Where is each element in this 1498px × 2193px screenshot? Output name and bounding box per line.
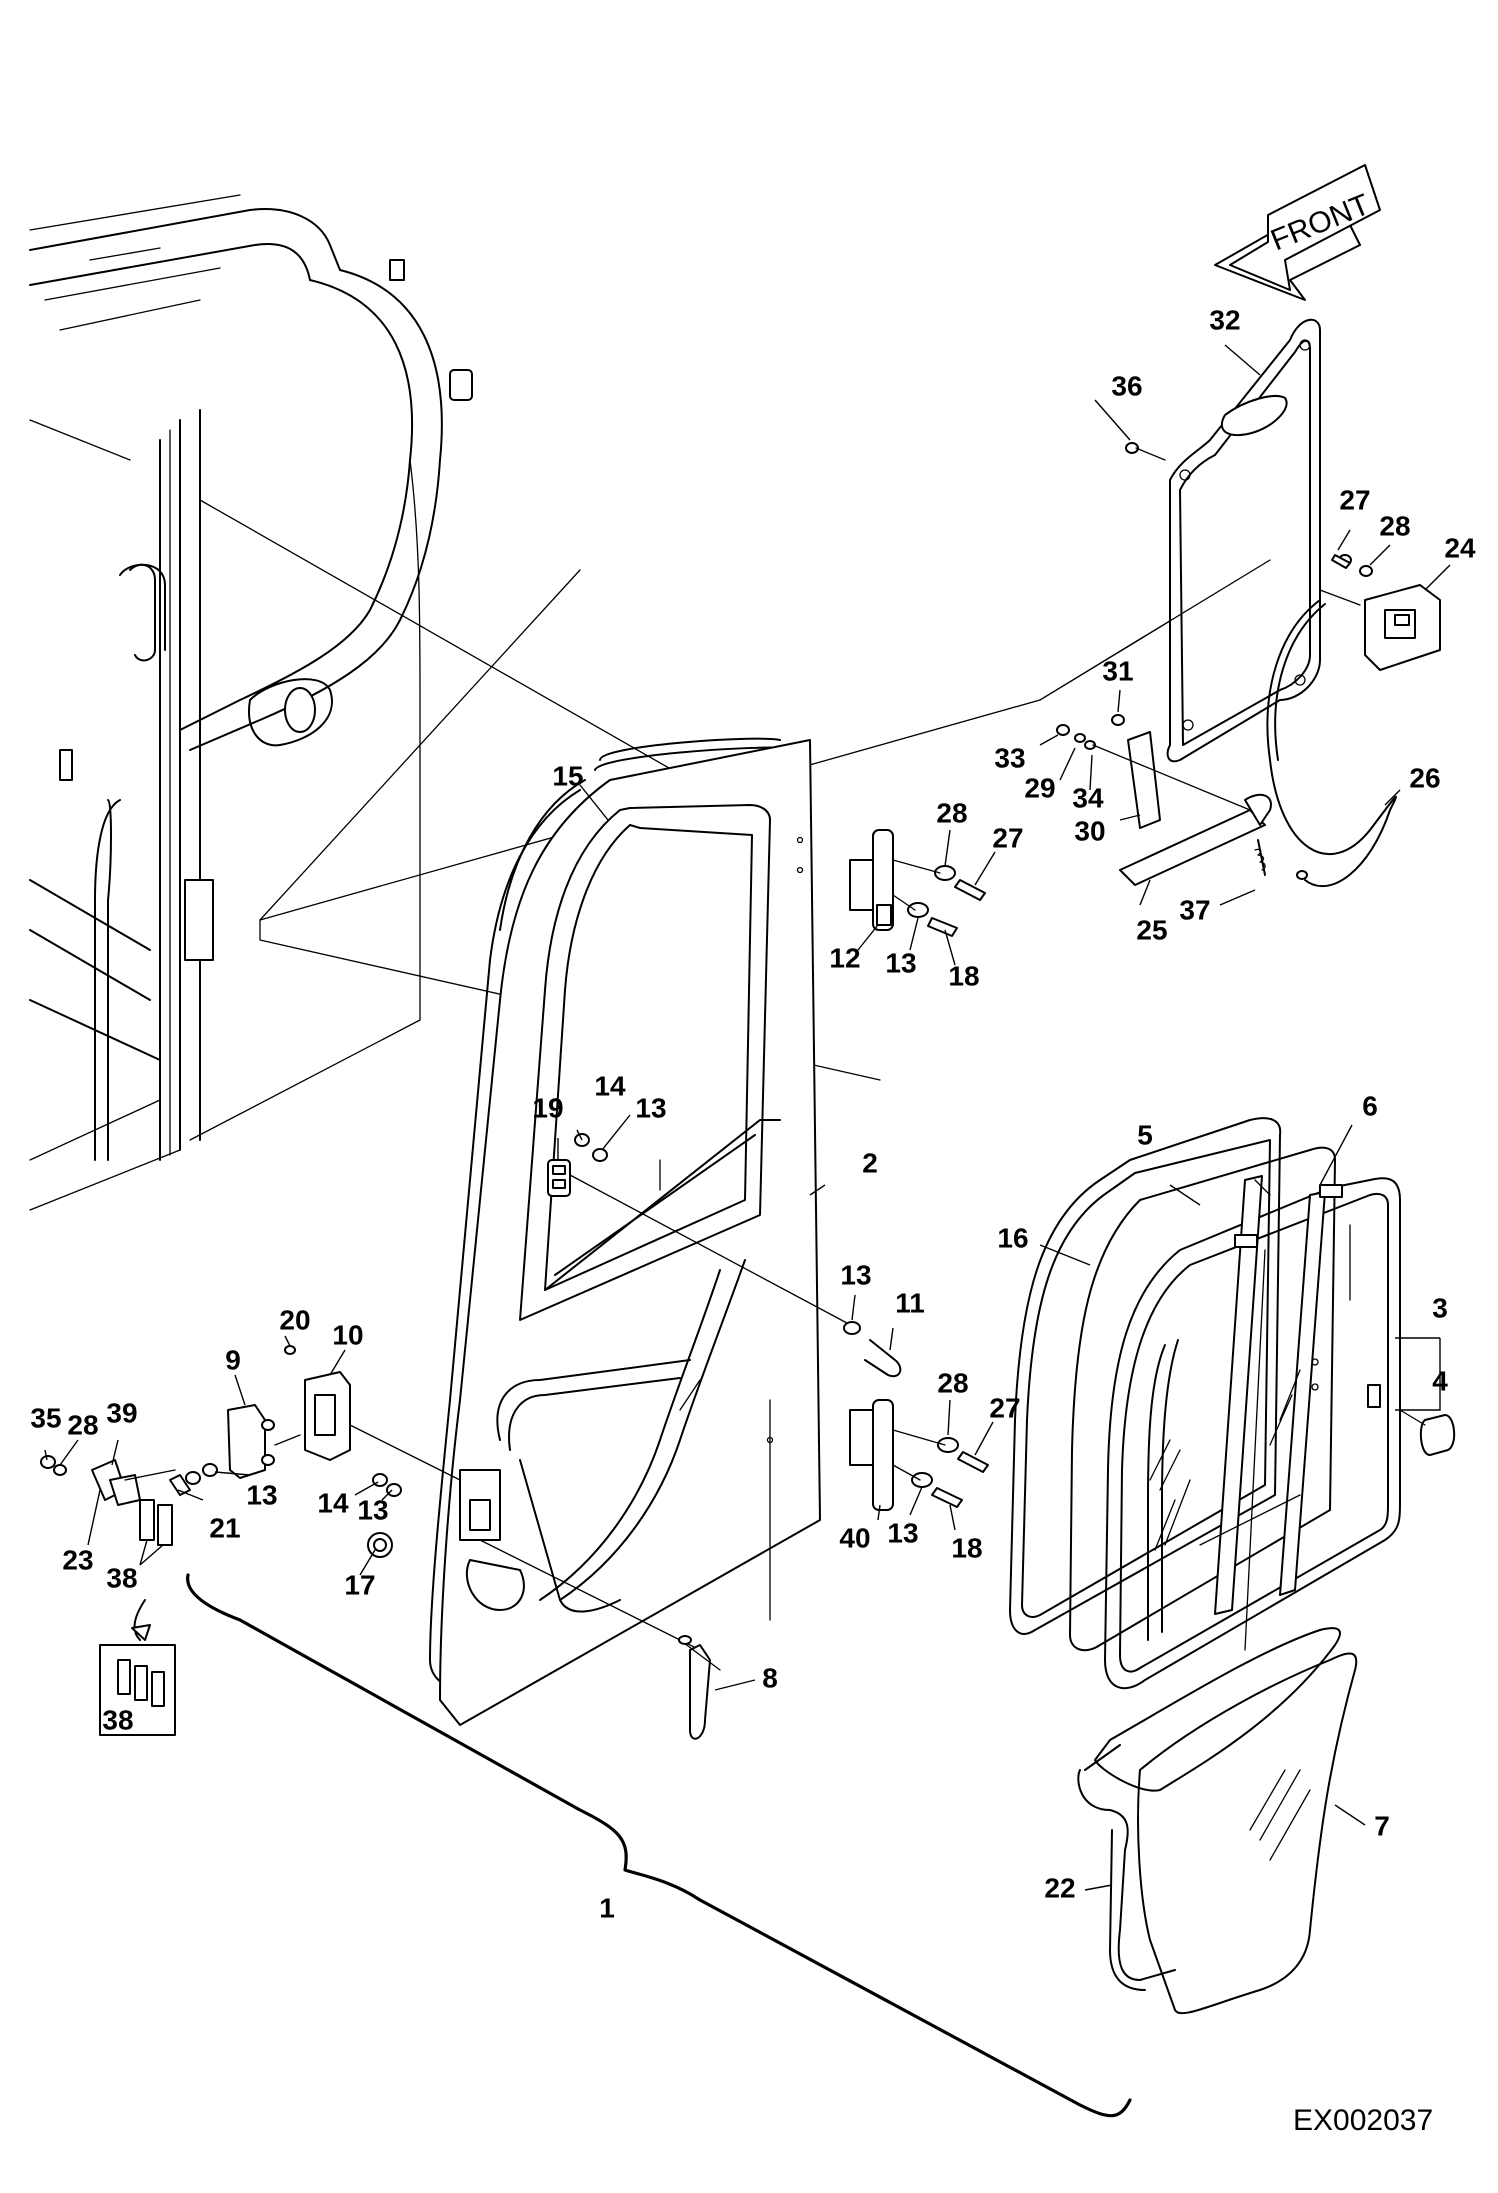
callout-24: 24 (1444, 532, 1476, 563)
drawing-number: EX002037 (1293, 2104, 1433, 2137)
upper-hinge (849, 829, 986, 937)
callout-14a: 14 (594, 1070, 626, 1101)
release-cable (1266, 599, 1397, 888)
sliding-glass (1069, 1146, 1336, 1652)
hook (843, 1321, 902, 1378)
callout-28a: 28 (1379, 510, 1410, 541)
callout-16: 16 (997, 1222, 1028, 1253)
door-lock (1319, 554, 1441, 671)
callout-30: 30 (1074, 815, 1105, 846)
callout-32: 32 (1209, 304, 1240, 335)
callout-18b: 18 (951, 1532, 982, 1563)
callout-39: 39 (106, 1397, 137, 1428)
callout-28b: 28 (936, 797, 967, 828)
callout-19: 19 (532, 1092, 563, 1123)
callout-labels: 1 2 3 4 5 6 7 8 9 10 11 12 13 13 13 13 1… (30, 304, 1476, 1923)
callout-3: 3 (1432, 1292, 1448, 1323)
callout-34: 34 (1072, 782, 1104, 813)
callout-21: 21 (209, 1512, 240, 1543)
callout-17: 17 (344, 1569, 375, 1600)
callout-18a: 18 (948, 960, 979, 991)
callout-1: 1 (599, 1892, 615, 1923)
callout-40: 40 (839, 1522, 870, 1553)
callout-38a: 38 (106, 1562, 137, 1593)
callout-12: 12 (829, 942, 860, 973)
release-linkage (1056, 714, 1272, 886)
callout-13b: 13 (635, 1092, 666, 1123)
callout-2: 2 (862, 1147, 878, 1178)
spacer-detail-inset (99, 1599, 176, 1736)
callout-6: 6 (1362, 1090, 1378, 1121)
cab-door-assembly (339, 737, 861, 1726)
window-seal (1009, 1117, 1282, 1635)
outer-handle (678, 1635, 721, 1740)
callout-27b: 27 (992, 822, 1023, 853)
lock-screws (1331, 554, 1351, 569)
lower-hinge (849, 1399, 989, 1511)
callout-26: 26 (1409, 762, 1440, 793)
lower-glass (1137, 1652, 1358, 2015)
grommet (367, 1532, 393, 1558)
callout-23: 23 (62, 1544, 93, 1575)
latch-assembly (40, 1345, 351, 1546)
callout-31: 31 (1102, 655, 1133, 686)
callout-28d: 28 (67, 1409, 98, 1440)
cab-frame (29, 194, 1271, 1211)
callout-8: 8 (762, 1662, 778, 1693)
assembly-brace (186, 1573, 1132, 2118)
callout-37: 37 (1179, 894, 1210, 925)
callout-7: 7 (1374, 1810, 1390, 1841)
callout-5: 5 (1137, 1119, 1153, 1150)
callout-4: 4 (1432, 1365, 1448, 1396)
front-direction-arrow: FRONT (1214, 164, 1381, 301)
callout-leaders (44, 344, 1451, 1891)
callout-35: 35 (30, 1402, 61, 1433)
callout-20: 20 (279, 1304, 310, 1335)
callout-33: 33 (994, 742, 1025, 773)
callout-36: 36 (1111, 370, 1142, 401)
callout-13f: 13 (357, 1494, 388, 1525)
frame-bracket-leader (1395, 1337, 1441, 1411)
window-knob (1399, 1409, 1456, 1456)
callout-10: 10 (332, 1319, 363, 1350)
callout-13d: 13 (887, 1517, 918, 1548)
callout-28c: 28 (937, 1367, 968, 1398)
callout-13a: 13 (885, 947, 916, 978)
callout-27a: 27 (1339, 484, 1370, 515)
callout-27c: 27 (989, 1392, 1020, 1423)
callout-9: 9 (225, 1344, 241, 1375)
lower-glass-seal (1077, 1627, 1341, 1991)
callout-29: 29 (1024, 772, 1055, 803)
callout-13e: 13 (246, 1479, 277, 1510)
callout-14b: 14 (317, 1487, 349, 1518)
callout-11: 11 (895, 1287, 925, 1318)
callout-13c: 13 (840, 1259, 871, 1290)
window-frame (1104, 1175, 1401, 1690)
panel-screw (1125, 442, 1166, 461)
callout-22: 22 (1044, 1872, 1075, 1903)
callout-38b: 38 (102, 1704, 133, 1735)
callout-15: 15 (552, 760, 583, 791)
callout-25: 25 (1136, 914, 1167, 945)
